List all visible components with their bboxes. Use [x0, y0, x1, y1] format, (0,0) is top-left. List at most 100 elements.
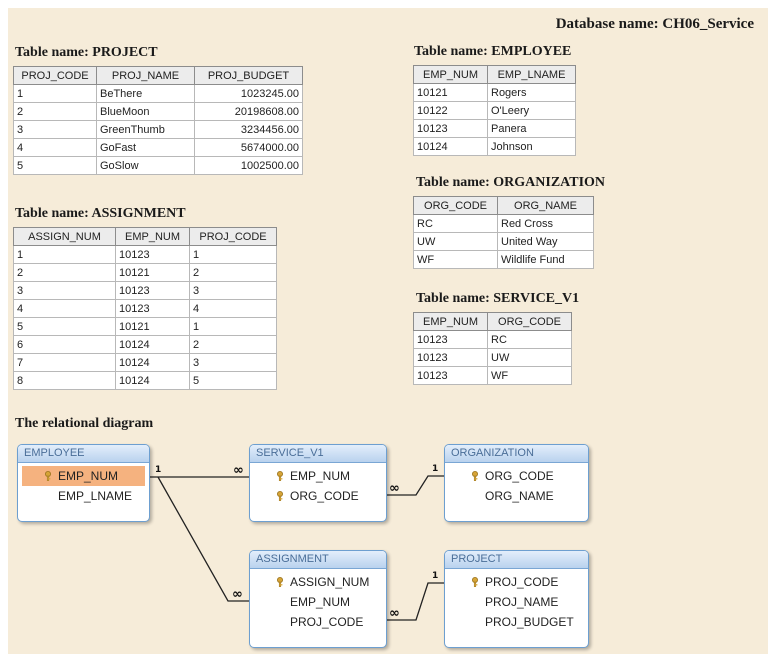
column-header: ORG_CODE — [487, 312, 572, 331]
table-cell: WF — [487, 366, 572, 385]
entity-field[interactable]: PROJ_BUDGET — [449, 612, 584, 632]
field-label: ORG_CODE — [290, 489, 359, 503]
service-v1-table-title: Table name: SERVICE_V1 — [416, 291, 580, 306]
table-cell: 10123 — [115, 245, 190, 264]
entity-field[interactable]: PROJ_CODE — [254, 612, 382, 632]
many-label: ∞ — [232, 587, 243, 602]
column-header: ORG_NAME — [497, 196, 594, 215]
field-label: ASSIGN_NUM — [290, 575, 370, 589]
table-cell: 10124 — [115, 371, 190, 390]
field-label: EMP_NUM — [58, 469, 119, 483]
entity-title: PROJECT — [445, 551, 588, 569]
many-label: ∞ — [389, 606, 400, 621]
database-name: Database name: CH06_Service — [555, 16, 754, 32]
table-cell: 1002500.00 — [194, 156, 303, 175]
column-header: ORG_CODE — [413, 196, 498, 215]
table-cell: 10124 — [413, 137, 488, 156]
table-cell: BlueMoon — [96, 102, 195, 121]
entity-field[interactable]: ASSIGN_NUM — [254, 572, 382, 592]
many-label: ∞ — [233, 463, 244, 478]
table-cell: 10123 — [413, 330, 488, 349]
field-label: EMP_NUM — [290, 595, 351, 609]
table-cell: Wildlife Fund — [497, 250, 594, 269]
relationship-line-organization-service — [385, 475, 444, 496]
assignment-table-title: Table name: ASSIGNMENT — [15, 206, 186, 221]
field-label: EMP_NUM — [290, 469, 351, 483]
field-label: EMP_LNAME — [58, 489, 133, 503]
entity-title: ORGANIZATION — [445, 445, 588, 463]
table-cell: GoSlow — [96, 156, 195, 175]
entity-field[interactable]: ORG_CODE — [449, 466, 584, 486]
relational-diagram-title: The relational diagram — [15, 416, 154, 431]
field-label: PROJ_CODE — [290, 615, 364, 629]
table-cell: 5 — [13, 156, 97, 175]
table-cell: 5 — [189, 371, 277, 390]
entity-field[interactable]: EMP_NUM — [22, 466, 145, 486]
relationship-line-project-assignment — [385, 582, 444, 621]
column-header: EMP_NUM — [413, 65, 488, 84]
field-label: PROJ_NAME — [485, 595, 559, 609]
table-cell: UW — [413, 232, 498, 251]
many-label: ∞ — [389, 481, 400, 496]
entity-field[interactable]: ORG_NAME — [449, 486, 584, 506]
employee-table-title: Table name: EMPLOYEE — [414, 44, 572, 59]
entity-title: EMPLOYEE — [18, 445, 149, 463]
table-cell: GoFast — [96, 138, 195, 157]
table-cell: 1023245.00 — [194, 84, 303, 103]
table-cell: GreenThumb — [96, 120, 195, 139]
relationship-line-employee-assignment — [157, 476, 249, 602]
column-header: EMP_NUM — [413, 312, 488, 331]
project-table-title: Table name: PROJECT — [15, 45, 158, 60]
table-cell: 10123 — [115, 281, 190, 300]
entity-assignment[interactable]: ASSIGNMENT ASSIGN_NUM EMP_NUM PROJ_CODE — [249, 550, 387, 648]
table-cell: 10123 — [413, 119, 488, 138]
entity-field[interactable]: PROJ_NAME — [449, 592, 584, 612]
column-header: EMP_LNAME — [487, 65, 576, 84]
entity-field[interactable]: EMP_NUM — [254, 592, 382, 612]
column-header: EMP_NUM — [115, 227, 190, 246]
entity-field[interactable]: ORG_CODE — [254, 486, 382, 506]
entity-field[interactable]: PROJ_CODE — [449, 572, 584, 592]
figure-canvas: Database name: CH06_Service Table name: … — [8, 8, 768, 654]
entity-project[interactable]: PROJECT PROJ_CODE PROJ_NAME PROJ_BUDGET — [444, 550, 589, 648]
table-cell: 10121 — [413, 83, 488, 102]
table-cell: Johnson — [487, 137, 576, 156]
table-cell: 10121 — [115, 263, 190, 282]
table-cell: WF — [413, 250, 498, 269]
one-label: 1 — [155, 465, 161, 475]
entity-title: ASSIGNMENT — [250, 551, 386, 569]
table-cell: 10123 — [413, 366, 488, 385]
entity-organization[interactable]: ORGANIZATION ORG_CODE ORG_NAME — [444, 444, 589, 522]
relationship-lines: 1∞∞1∞1∞ — [148, 463, 444, 621]
column-header: PROJ_NAME — [96, 66, 195, 85]
entity-field[interactable]: EMP_NUM — [254, 466, 382, 486]
one-label: 1 — [432, 571, 438, 581]
column-header: PROJ_CODE — [13, 66, 97, 85]
organization-table-title: Table name: ORGANIZATION — [416, 175, 606, 190]
entity-employee[interactable]: EMPLOYEE EMP_NUM EMP_LNAME — [17, 444, 150, 522]
column-header: ASSIGN_NUM — [13, 227, 116, 246]
entity-title: SERVICE_V1 — [250, 445, 386, 463]
field-label: PROJ_CODE — [485, 575, 559, 589]
field-label: ORG_NAME — [485, 489, 554, 503]
entity-field[interactable]: EMP_LNAME — [22, 486, 145, 506]
